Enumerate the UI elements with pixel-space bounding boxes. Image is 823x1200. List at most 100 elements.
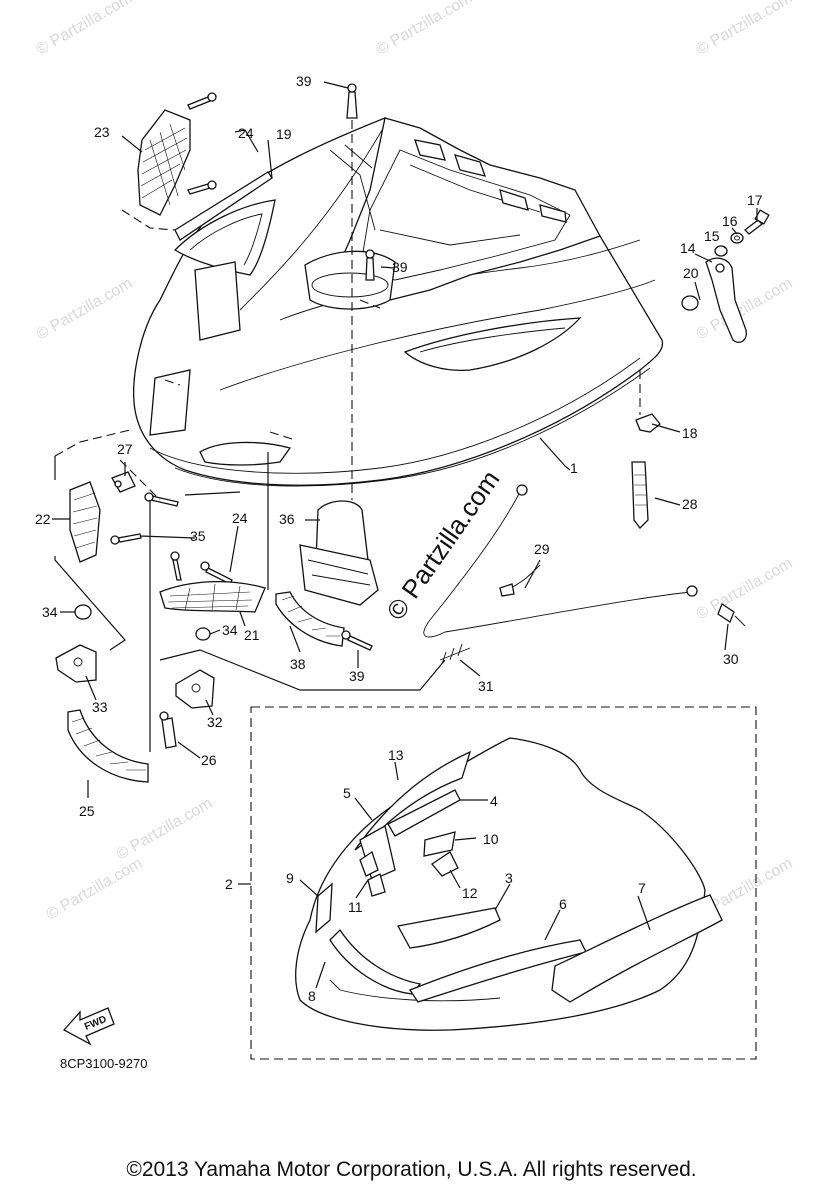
- callout-23: 23: [94, 124, 110, 140]
- hood-ridge-line: [239, 124, 386, 311]
- callout-33: 33: [92, 699, 108, 715]
- callout-35: 35: [190, 528, 206, 544]
- part-16-nut: [730, 232, 744, 244]
- callout-34-center: 34: [222, 622, 238, 638]
- part-24-screw: [187, 92, 217, 195]
- part-24-screw-lower: [144, 492, 233, 585]
- part-35-screw: [110, 533, 142, 545]
- hood-vent: [539, 204, 567, 223]
- callout-6: 6: [559, 896, 567, 912]
- hood-center-duct: [304, 250, 396, 310]
- leader-lines: [52, 81, 758, 798]
- hood-rib: [329, 144, 376, 231]
- callout-29: 29: [534, 541, 550, 557]
- part-32-bracket: [175, 669, 215, 709]
- watermark: © Partzilla.com: [694, 555, 796, 624]
- callout-36: 36: [279, 511, 295, 527]
- part-36-duct: [299, 500, 379, 606]
- hood-vent: [453, 154, 487, 177]
- callout-39-mid: 39: [392, 259, 408, 275]
- part-28-cable-tie: [631, 461, 649, 529]
- callout-7: 7: [638, 880, 646, 896]
- callout-27: 27: [117, 441, 133, 457]
- part-39-rivet-top: [346, 83, 358, 119]
- callout-1: 1: [570, 460, 578, 476]
- callout-8: 8: [308, 988, 316, 1004]
- diagram-code: 8CP3100-9270: [60, 1056, 147, 1071]
- decal-8: [329, 928, 422, 995]
- callout-4: 4: [490, 793, 498, 809]
- part-27-clip: [111, 471, 136, 493]
- part-14-strap: [705, 257, 747, 344]
- watermark: © Partzilla.com: [44, 855, 146, 924]
- part-25-lower-grille: [67, 709, 149, 783]
- callout-21: 21: [244, 627, 260, 643]
- fwd-arrow-icon: FWD: [62, 1007, 115, 1046]
- callout-3: 3: [505, 870, 513, 886]
- decal-3: [397, 907, 501, 949]
- callout-30: 30: [723, 651, 739, 667]
- part-15-washer: [714, 245, 728, 257]
- watermark: © Partzilla.com: [34, 275, 136, 344]
- callout-19: 19: [276, 126, 292, 142]
- hood-vent: [414, 139, 446, 161]
- part-39-rivet-lower: [341, 630, 373, 651]
- decal-7: [551, 894, 723, 1003]
- part-22-filter: [69, 481, 101, 563]
- hood-skirt-line: [174, 367, 651, 487]
- decal-kit-hood: [295, 737, 723, 1031]
- part-17-bolt: [744, 209, 770, 235]
- part-18-clip: [635, 413, 661, 433]
- hood-front-opening: [199, 441, 292, 466]
- decal-11: [359, 850, 379, 877]
- callout-16: 16: [722, 213, 738, 229]
- callout-24-upper: 24: [238, 125, 254, 141]
- hood-left-window-lower: [149, 369, 191, 436]
- decal-9: [315, 882, 333, 934]
- part-26-rivet: [159, 711, 177, 749]
- callout-32: 32: [207, 714, 223, 730]
- callout-2: 2: [225, 876, 233, 892]
- callout-38: 38: [290, 656, 306, 672]
- hood-vent: [499, 189, 529, 211]
- part-33-bracket: [55, 644, 97, 683]
- callout-15: 15: [704, 228, 720, 244]
- decal-12: [431, 851, 459, 877]
- part-35-screw-2: [170, 551, 182, 581]
- callout-5: 5: [343, 785, 351, 801]
- hood-duct-opening: [311, 272, 389, 298]
- hood-top-inner: [359, 149, 571, 281]
- callout-11: 11: [348, 899, 363, 915]
- callout-9: 9: [286, 870, 294, 886]
- hood-ridge-line: [219, 279, 656, 391]
- callout-labels: 1 2 3 4 5 6 7 8 9 10 11 12 13 14 15 16 1…: [35, 73, 763, 1004]
- hood-side-scoop-inner: [189, 213, 263, 266]
- engine-hood-assembly: [133, 117, 664, 487]
- callout-25: 25: [79, 803, 95, 819]
- hood-left-window: [194, 261, 241, 341]
- callout-22: 22: [35, 511, 51, 527]
- decal-10: [423, 831, 456, 857]
- hood-skirt-line: [149, 357, 641, 474]
- part-38-grille: [275, 591, 345, 647]
- callout-34-left: 34: [42, 604, 58, 620]
- watermark: © Partzilla.com: [374, 0, 476, 58]
- hood-right-scoop-inner: [419, 327, 566, 353]
- copyright-notice: ©2013 Yamaha Motor Corporation, U.S.A. A…: [126, 1158, 697, 1181]
- callout-18: 18: [682, 425, 698, 441]
- callout-13: 13: [388, 747, 404, 763]
- callout-17: 17: [747, 192, 763, 208]
- part-20-grommet: [681, 295, 699, 311]
- part-39-rivet-mid: [365, 249, 375, 281]
- callout-14: 14: [680, 240, 696, 256]
- callout-39-top: 39: [296, 73, 312, 89]
- decal-kit-box: [250, 706, 757, 1060]
- decal-13: [354, 750, 472, 851]
- callout-39-lower: 39: [349, 668, 365, 684]
- callout-31: 31: [478, 678, 494, 694]
- callout-24-lower: 24: [232, 510, 248, 526]
- callout-28: 28: [682, 496, 698, 512]
- cable-assembly: [423, 484, 746, 665]
- part-23-vent-duct: [137, 109, 191, 216]
